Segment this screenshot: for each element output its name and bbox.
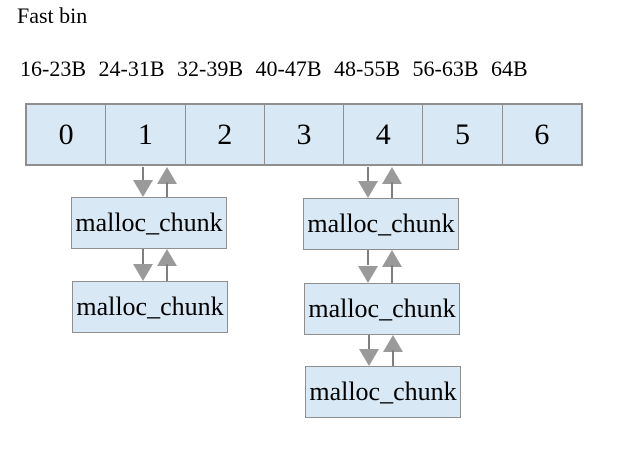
- up-arrow-icon: [157, 249, 177, 266]
- up-arrow-icon: [382, 167, 402, 184]
- link-arrow-pair: [356, 250, 404, 283]
- up-arrow-icon: [383, 335, 403, 352]
- down-arrow-icon: [358, 266, 378, 283]
- bin-cell-1: 1: [106, 105, 186, 164]
- bin-cell-3: 3: [265, 105, 345, 164]
- bin-cell-5: 5: [423, 105, 503, 164]
- down-arrow-icon: [359, 349, 379, 366]
- link-arrow-pair: [356, 167, 404, 198]
- down-arrow-line: [368, 335, 370, 350]
- link-arrow-pair: [357, 335, 405, 366]
- up-arrow-line: [391, 182, 393, 198]
- bin-cell-6: 6: [534, 117, 550, 151]
- down-arrow-line: [142, 249, 144, 264]
- down-arrow-icon: [358, 181, 378, 198]
- down-arrow-line: [367, 250, 369, 265]
- up-arrow-line: [392, 350, 394, 366]
- up-arrow-line: [166, 182, 168, 197]
- malloc-chunk-box: malloc_chunk: [305, 366, 461, 418]
- up-arrow-icon: [382, 250, 402, 267]
- malloc-chunk-box: malloc_chunk: [71, 197, 227, 249]
- link-arrow-pair: [131, 249, 179, 281]
- malloc-chunk-box: malloc_chunk: [72, 281, 228, 333]
- down-arrow-line: [367, 167, 369, 182]
- malloc-chunk-box: malloc_chunk: [304, 283, 460, 335]
- up-arrow-icon: [157, 167, 177, 184]
- bin-cell-4: 4: [344, 105, 424, 164]
- up-arrow-line: [166, 264, 168, 281]
- up-arrow-line: [391, 265, 393, 283]
- bin-cell-2: 2: [186, 105, 265, 164]
- down-arrow-icon: [133, 180, 153, 197]
- size-range-labels: 16-23B 24-31B 32-39B 40-47B 48-55B 56-63…: [20, 56, 528, 81]
- link-arrow-pair: [131, 167, 179, 197]
- bin-cell-0: 0: [27, 105, 107, 164]
- down-arrow-line: [142, 167, 144, 182]
- fastbin-array: 0 1 2 3 4 5 6: [25, 103, 583, 166]
- diagram-title: Fast bin: [17, 3, 88, 28]
- malloc-chunk-box: malloc_chunk: [303, 198, 459, 250]
- down-arrow-icon: [133, 264, 153, 281]
